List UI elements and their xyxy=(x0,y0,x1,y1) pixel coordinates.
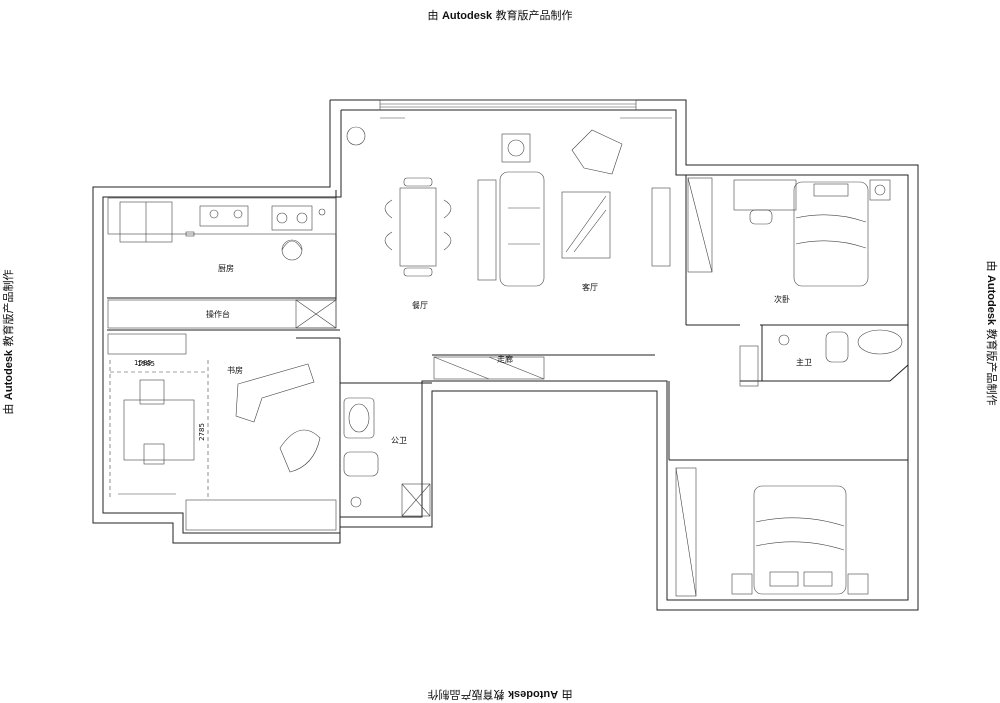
dim-study-width-2-label: 1585 xyxy=(134,359,152,367)
outer-walls xyxy=(92,99,919,611)
interior-walls xyxy=(107,175,909,527)
label-dining: 餐厅 xyxy=(412,301,428,310)
kitchen-counter xyxy=(107,197,337,261)
top-window xyxy=(379,99,672,119)
second-bedroom-furniture xyxy=(687,177,891,287)
master-bedroom-furniture xyxy=(675,467,869,597)
label-study: 书房 xyxy=(227,365,243,375)
dining-table xyxy=(384,177,452,277)
label-kitchen: 厨房 xyxy=(218,263,234,273)
label-living: 客厅 xyxy=(582,282,598,292)
study-dimensions xyxy=(109,360,209,500)
label-public-bath: 公卫 xyxy=(391,436,407,445)
label-master-bath: 主卫 xyxy=(796,357,812,367)
dim-study-depth: 2785 xyxy=(198,423,206,441)
public-bath-fixtures xyxy=(343,397,431,517)
dim-study-width-1: 1585 xyxy=(137,360,155,368)
living-room-furniture xyxy=(346,126,671,287)
work-counter xyxy=(107,299,337,329)
label-counter: 操作台 xyxy=(206,309,230,319)
label-hallway: 走廊 xyxy=(497,354,513,364)
label-second-bedroom: 次卧 xyxy=(774,294,790,304)
study-furniture xyxy=(107,333,337,531)
hallway-cabinet xyxy=(433,356,545,380)
master-bath-fixtures xyxy=(739,329,903,387)
watermark-top: 由 Autodesk 教育版产品制作 xyxy=(427,9,573,22)
